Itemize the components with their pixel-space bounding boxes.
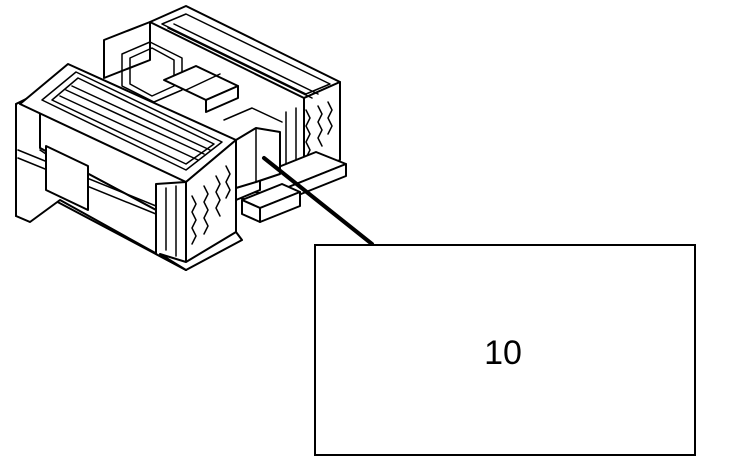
callout-box: 10 (314, 244, 696, 456)
callout-number: 10 (484, 333, 522, 372)
rear-connector-body (103, 5, 347, 209)
center-divider-wall (223, 107, 283, 189)
callout-leader-line (262, 156, 374, 246)
front-connector-body (15, 63, 301, 271)
